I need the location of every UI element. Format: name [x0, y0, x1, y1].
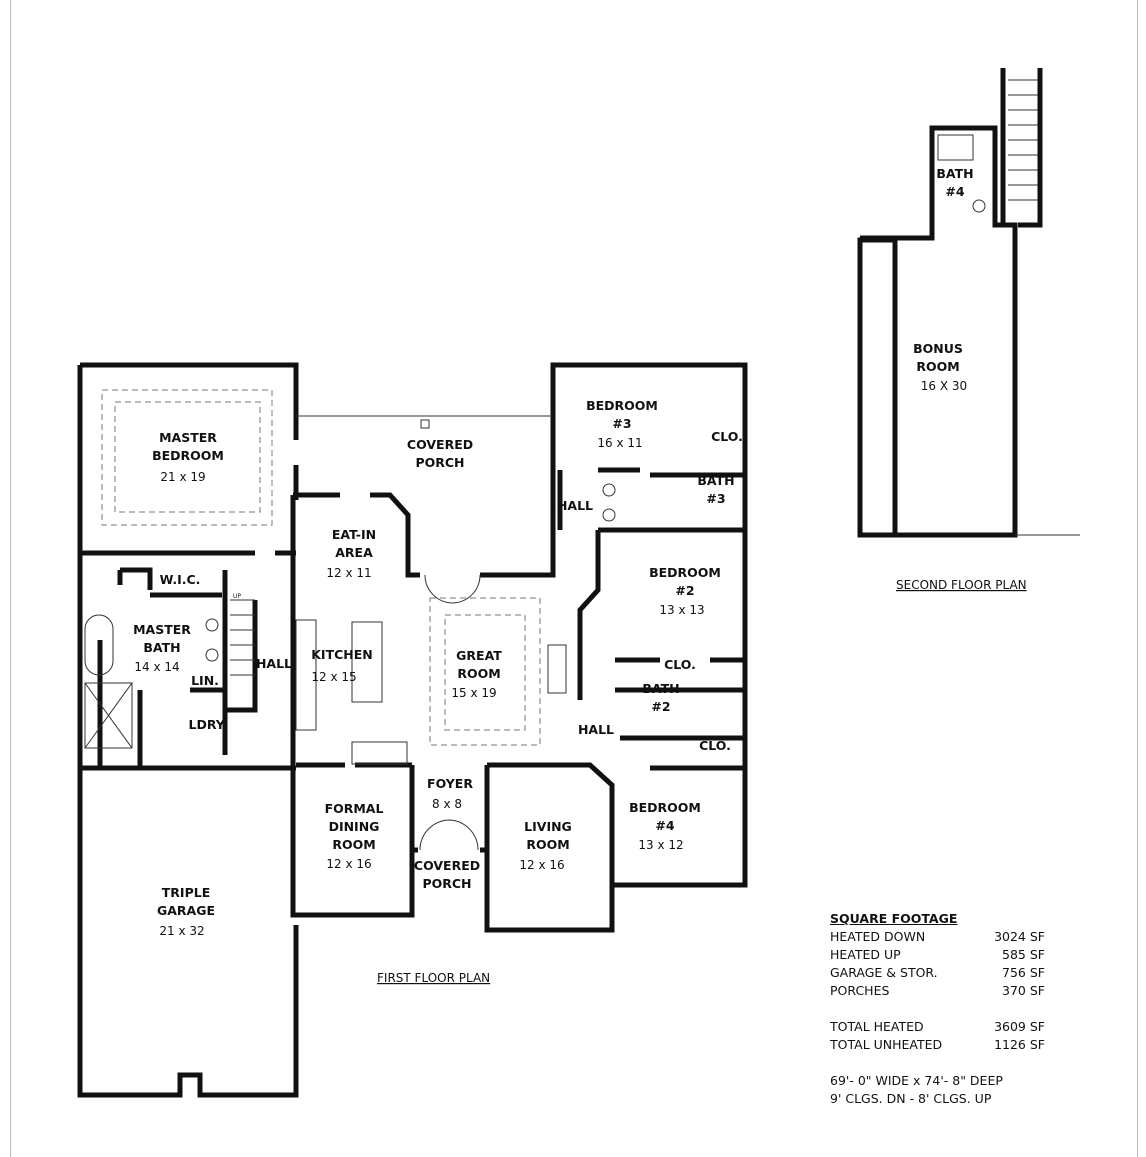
label-wic: W.I.C. [160, 572, 201, 587]
room-covered-porch-front: COVERED PORCH [414, 858, 480, 891]
sf-row: GARAGE & STOR.756 SF [830, 965, 1045, 980]
svg-text:BEDROOM: BEDROOM [629, 800, 701, 815]
room-bedroom-4: BEDROOM #4 13 x 12 [629, 800, 701, 852]
room-master-bath: MASTER BATH 14 x 14 [133, 622, 191, 674]
svg-text:FOYER: FOYER [427, 776, 473, 791]
room-labels: MASTER BEDROOM 21 x 19 COVERED PORCH EAT… [133, 166, 1027, 985]
svg-text:15 x 19: 15 x 19 [451, 686, 496, 700]
overall-dimensions: 69'- 0" WIDE x 74'- 8" DEEP [830, 1073, 1003, 1088]
svg-text:GARAGE: GARAGE [157, 903, 215, 918]
sheet-border [10, 0, 1138, 1157]
label-bath-3-number: #3 [706, 491, 725, 506]
second-floor-plan-caption: SECOND FLOOR PLAN [896, 578, 1027, 592]
first-floor-walls [77, 362, 748, 1098]
svg-text:ROOM: ROOM [332, 837, 375, 852]
svg-text:21 x 32: 21 x 32 [159, 924, 204, 938]
label-bath-3: BATH [697, 473, 734, 488]
svg-text:12 x 11: 12 x 11 [326, 566, 371, 580]
svg-text:BEDROOM: BEDROOM [152, 448, 224, 463]
room-foyer: FOYER 8 x 8 [427, 776, 473, 811]
room-living-room: LIVING ROOM 12 x 16 [519, 819, 571, 872]
svg-text:BATH: BATH [936, 166, 973, 181]
svg-text:KITCHEN: KITCHEN [311, 647, 373, 662]
svg-text:21 x 19: 21 x 19 [160, 470, 205, 484]
label-stairs-up: UP [233, 593, 241, 600]
svg-text:#4: #4 [945, 184, 964, 199]
svg-text:EAT-IN: EAT-IN [332, 527, 376, 542]
svg-text:FORMAL: FORMAL [325, 801, 384, 816]
svg-text:BONUS: BONUS [913, 341, 963, 356]
svg-text:LIVING: LIVING [524, 819, 572, 834]
svg-text:#2: #2 [675, 583, 694, 598]
svg-text:GREAT: GREAT [456, 648, 502, 663]
label-hall: HALL [256, 656, 292, 671]
first-floor-plan-caption: FIRST FLOOR PLAN [377, 971, 490, 985]
svg-text:MASTER: MASTER [133, 622, 191, 637]
svg-text:DINING: DINING [329, 819, 380, 834]
svg-text:14 x 14: 14 x 14 [134, 660, 179, 674]
room-triple-garage: TRIPLE GARAGE 21 x 32 [157, 885, 215, 938]
room-great-room: GREAT ROOM 15 x 19 [451, 648, 502, 700]
room-bedroom-2: BEDROOM #2 13 x 13 [649, 565, 721, 617]
room-bath-4: BATH #4 [936, 166, 973, 199]
room-eat-in-area: EAT-IN AREA 12 x 11 [326, 527, 376, 580]
room-covered-porch-rear: COVERED PORCH [407, 437, 473, 470]
room-master-bedroom: MASTER BEDROOM 21 x 19 [152, 430, 224, 484]
svg-text:BATH: BATH [143, 640, 180, 655]
svg-text:COVERED: COVERED [414, 858, 480, 873]
label-laundry: LDRY. [188, 717, 227, 732]
svg-text:BEDROOM: BEDROOM [649, 565, 721, 580]
svg-text:AREA: AREA [335, 545, 373, 560]
svg-text:COVERED: COVERED [407, 437, 473, 452]
second-floor-walls [857, 68, 1080, 538]
label-closet: CLO. [664, 657, 696, 672]
svg-text:TRIPLE: TRIPLE [162, 885, 210, 900]
label-linen: LIN. [191, 673, 219, 688]
svg-text:12 x 15: 12 x 15 [311, 670, 356, 684]
svg-text:12 x 16: 12 x 16 [326, 857, 371, 871]
svg-text:13 x 12: 13 x 12 [638, 838, 683, 852]
label-bath-2: BATH [642, 681, 679, 696]
label-hall: HALL [557, 498, 593, 513]
room-kitchen: KITCHEN 12 x 15 [311, 647, 373, 684]
ceiling-heights: 9' CLGS. DN - 8' CLGS. UP [830, 1091, 992, 1106]
svg-text:#4: #4 [655, 818, 674, 833]
label-hall: HALL [578, 722, 614, 737]
svg-text:12 x 16: 12 x 16 [519, 858, 564, 872]
room-bedroom-3: BEDROOM #3 16 x 11 [586, 398, 658, 450]
label-closet: CLO. [699, 738, 731, 753]
svg-text:13 x 13: 13 x 13 [659, 603, 704, 617]
label-closet: CLO. [711, 429, 743, 444]
svg-text:ROOM: ROOM [457, 666, 500, 681]
svg-text:PORCH: PORCH [415, 455, 464, 470]
svg-text:#3: #3 [612, 416, 631, 431]
room-formal-dining-room: FORMAL DINING ROOM 12 x 16 [325, 801, 384, 871]
svg-text:MASTER: MASTER [159, 430, 217, 445]
svg-text:ROOM: ROOM [916, 359, 959, 374]
svg-text:16 X 30: 16 X 30 [921, 379, 967, 393]
svg-text:PORCH: PORCH [422, 876, 471, 891]
room-bonus-room: BONUS ROOM 16 X 30 [913, 341, 967, 393]
svg-text:16 x 11: 16 x 11 [597, 436, 642, 450]
label-bath-2-number: #2 [651, 699, 670, 714]
svg-text:ROOM: ROOM [526, 837, 569, 852]
first-floor-fixtures [84, 389, 616, 851]
svg-text:8 x 8: 8 x 8 [432, 797, 462, 811]
square-footage-title: SQUARE FOOTAGE [830, 911, 958, 926]
svg-text:BEDROOM: BEDROOM [586, 398, 658, 413]
